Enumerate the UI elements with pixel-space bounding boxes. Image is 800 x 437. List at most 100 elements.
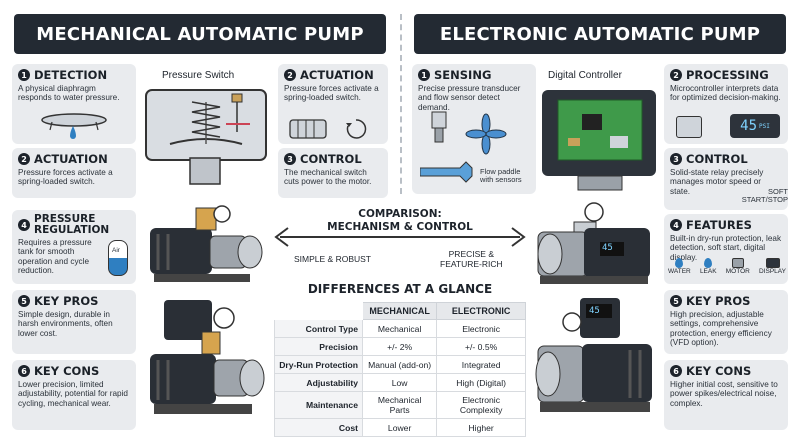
digital-controller-illustration (542, 90, 656, 191)
mechanical-title: MECHANICAL AUTOMATIC PUMP (14, 14, 386, 54)
motor-icon (731, 258, 744, 268)
simple-robust-caption: SIMPLE & ROBUST (294, 254, 371, 264)
table-row: Adjustability Low High (Digital) (274, 373, 526, 392)
card-title: PROCESSING (686, 68, 769, 82)
flow-paddle-label: Flow paddle with sensors (480, 167, 522, 185)
display-unit: PSI (759, 122, 770, 130)
feature-label: LEAK (699, 268, 717, 275)
pump-display-bottom: 45 (589, 306, 600, 316)
card-body: Higher initial cost, sensitive to power … (670, 380, 778, 408)
table-cell: Higher (436, 418, 526, 437)
motor-icon (289, 119, 367, 139)
row-header: Dry-Run Protection (274, 355, 363, 374)
table-cell: Electronic Complexity (436, 391, 526, 419)
card-body: High precision, adjustable settings, com… (670, 310, 772, 348)
mechanical-pump-image-bottom (150, 300, 265, 414)
leak-drop-icon (704, 258, 713, 268)
table-row: Precision +/- 2% +/- 0.5% (274, 337, 526, 356)
comparison-heading: COMPARISON: MECHANISM & CONTROL (270, 208, 530, 233)
step-number: 3 (670, 153, 682, 165)
glance-table: MECHANICAL ELECTRONIC Control Type Mecha… (274, 302, 526, 437)
pressure-display: 45 PSI (730, 114, 780, 138)
card-body: A physical diaphragm responds to water p… (18, 84, 120, 103)
card-pressure-regulation: 4 PRESSURE REGULATION Requires a pressure… (12, 210, 136, 284)
feature-label: MOTOR (725, 268, 750, 275)
card-body: Simple design, durable in harsh environm… (18, 310, 113, 338)
tank-air-label: Air (112, 247, 120, 254)
card-title: KEY CONS (34, 364, 100, 378)
card-title: CONTROL (300, 152, 362, 166)
pump-display-top: 45 (602, 243, 613, 253)
table-cell: Mechanical (361, 319, 438, 338)
table-cell: Electronic (436, 319, 526, 338)
column-header: ELECTRONIC (436, 302, 526, 320)
card-body: The mechanical switch cuts power to the … (284, 168, 372, 187)
card-body: Solid-state relay precisely manages moto… (670, 168, 764, 196)
electronic-pump-image-top (537, 202, 650, 284)
electronic-pump-image-bottom (535, 298, 652, 412)
digital-controller-label: Digital Controller (548, 70, 622, 81)
microchip-icon (676, 116, 702, 138)
card-title: ACTUATION (34, 152, 108, 166)
step-number: 6 (670, 365, 682, 377)
row-header: Precision (274, 337, 363, 356)
card-title: PRESSURE REGULATION (34, 213, 110, 237)
card-title: KEY PROS (34, 294, 99, 308)
table-header-row: MECHANICAL ELECTRONIC (274, 302, 526, 320)
feature-label: WATER (668, 268, 691, 275)
card-title: KEY PROS (686, 294, 751, 308)
card-title: SENSING (434, 68, 492, 82)
table-row: Maintenance Mechanical Parts Electronic … (274, 391, 526, 419)
display-value: 45 (740, 118, 757, 134)
card-body: Requires a pressure tank for smooth oper… (18, 238, 92, 276)
motor-feature: MOTOR (726, 258, 750, 275)
step-number: 2 (18, 153, 30, 165)
soft-start-stop-label: SOFT START/STOP (741, 187, 788, 205)
table-cell: High (Digital) (436, 373, 526, 392)
step-number: 3 (284, 153, 296, 165)
glance-title: DIFFERENCES AT A GLANCE (307, 282, 493, 296)
row-header: Adjustability (274, 373, 363, 392)
row-header: Maintenance (274, 391, 363, 419)
card-body: Lower precision, limited adjustability, … (18, 380, 128, 408)
table-cell: Low (361, 373, 438, 392)
table-cell: +/- 0.5% (436, 337, 526, 356)
comparison-arrow (274, 227, 526, 247)
row-header: Control Type (274, 319, 363, 338)
card-title: FEATURES (686, 218, 752, 232)
precise-feature-rich-caption: PRECISE & FEATURE-RICH (440, 249, 503, 270)
card-body: Built-in dry-run protection, leak detect… (670, 234, 782, 262)
table-cell: Lower (361, 418, 438, 437)
step-number: 6 (18, 365, 30, 377)
card-body: Pressure forces activate a spring-loaded… (18, 168, 113, 187)
card-key-cons-left: 6 KEY CONS Lower precision, limited adjus… (12, 360, 136, 430)
right-caption-line2: FEATURE-RICH (440, 258, 503, 269)
electronic-title: ELECTRONIC AUTOMATIC PUMP (414, 14, 786, 54)
pressure-tank-icon: Air (108, 240, 128, 276)
step-number: 1 (18, 69, 30, 81)
step-number: 4 (18, 219, 30, 232)
card-body: Pressure forces activate a spring-loaded… (284, 84, 379, 103)
step-number: 2 (284, 69, 296, 81)
display-icon (765, 258, 780, 268)
column-header: MECHANICAL (361, 302, 438, 320)
feature-icons-row: WATER LEAK MOTOR DISPLAY (668, 258, 786, 275)
table-cell: Mechanical Parts (361, 391, 438, 419)
step-number: 1 (418, 69, 430, 81)
row-header: Cost (274, 418, 363, 437)
water-drop-icon (675, 258, 684, 268)
table-row: Control Type Mechanical Electronic (274, 319, 526, 338)
card-body: Microcontroller interprets data for opti… (670, 84, 781, 103)
step-number: 5 (18, 295, 30, 307)
pressure-switch-label: Pressure Switch (162, 70, 235, 81)
display-feature: DISPLAY (759, 258, 786, 275)
feature-label: DISPLAY (759, 268, 786, 275)
pressure-switch-illustration (145, 89, 267, 185)
